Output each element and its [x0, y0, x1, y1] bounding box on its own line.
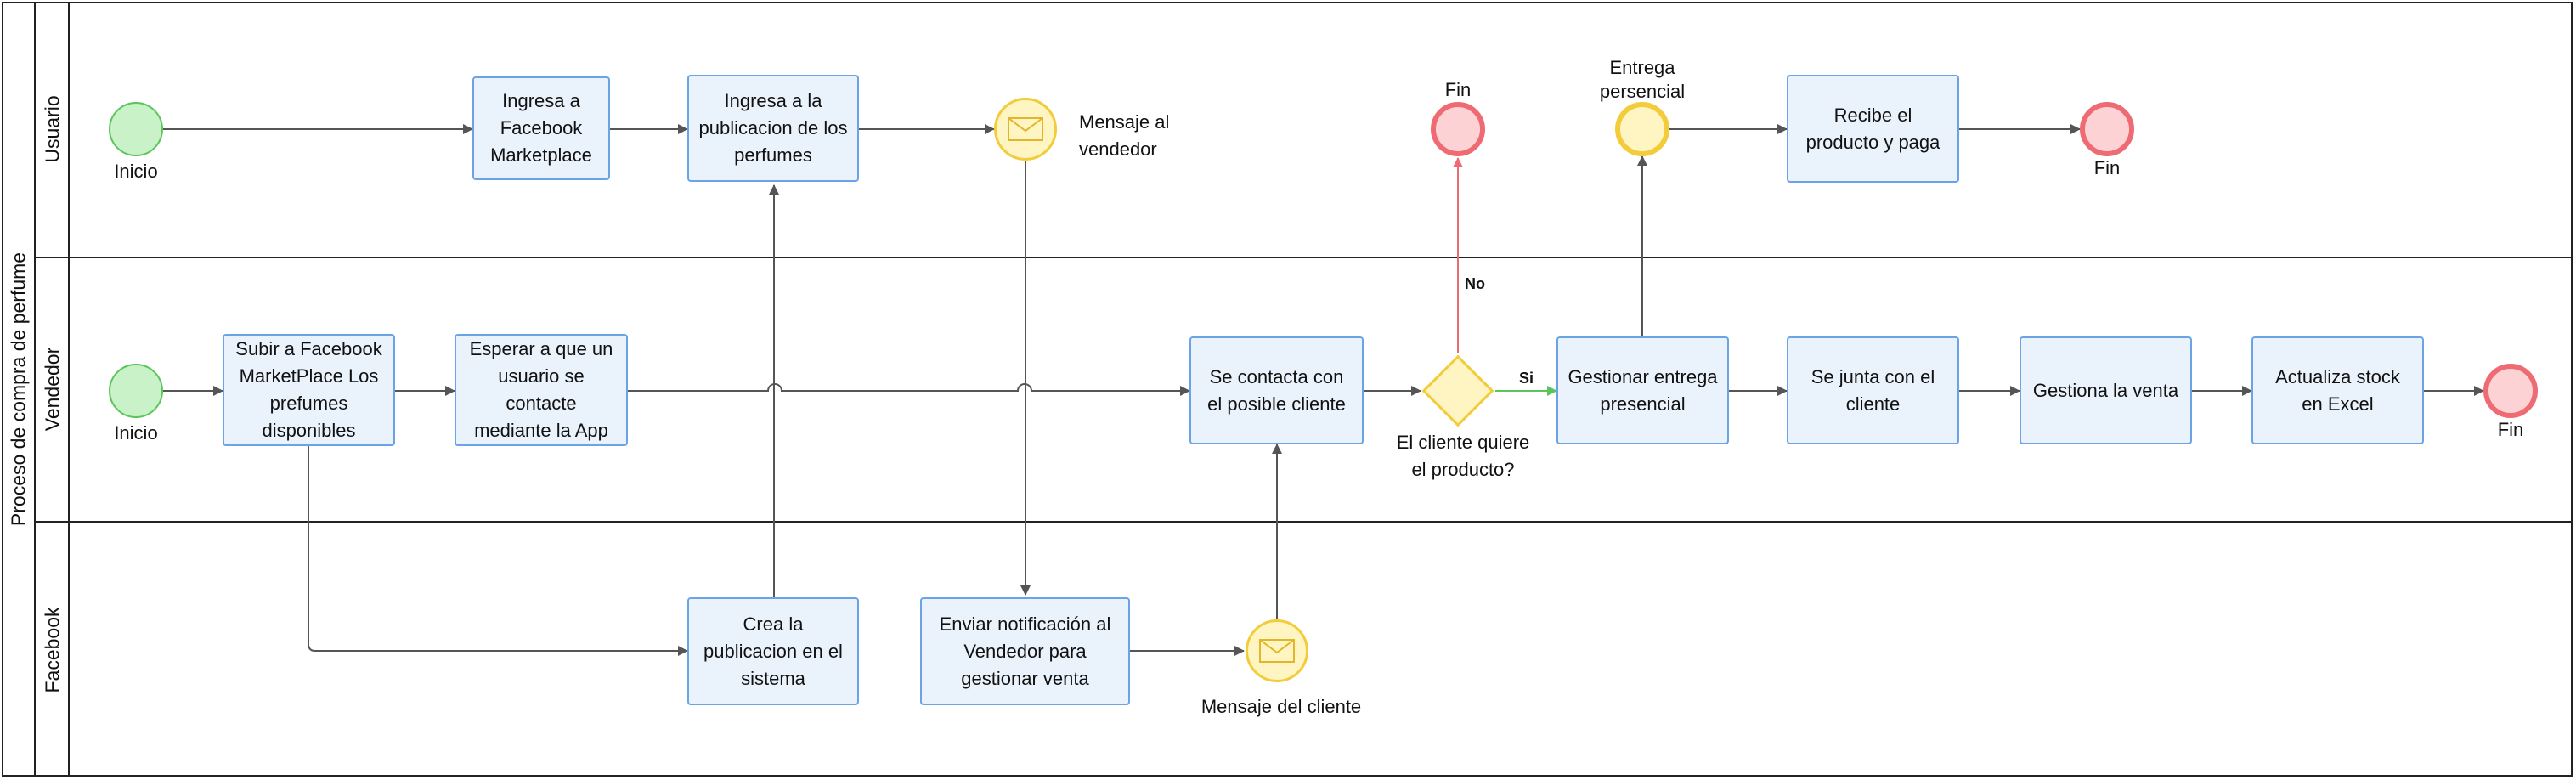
- lane-divider-1: [36, 257, 2573, 258]
- start-event-vendedor[interactable]: [109, 364, 163, 418]
- end-event-usuario[interactable]: [2080, 102, 2134, 156]
- task-gestiona-venta-label: Gestiona la venta: [2032, 379, 2179, 401]
- envelope-icon: [1259, 639, 1295, 663]
- end-event-usuario-label: Fin: [2093, 157, 2121, 178]
- start-event-vendedor-label: Inicio: [114, 422, 158, 444]
- message-event-cliente-label: Mensaje del cliente: [1200, 696, 1362, 717]
- intermediate-event-entrega[interactable]: [1615, 102, 1669, 156]
- task-esperar-usuario-label: Esperar a que un usuario se contacte med…: [469, 338, 613, 441]
- message-event-cliente[interactable]: [1246, 619, 1308, 682]
- end-event-vendedor[interactable]: [2483, 364, 2538, 418]
- gateway-no-label: No: [1465, 275, 1485, 292]
- task-recibe-producto[interactable]: Recibe el producto y paga: [1787, 75, 1959, 183]
- flow-subir-to-crea: [308, 444, 688, 656]
- task-se-contacta-label: Se contacta con el posible cliente: [1207, 365, 1346, 415]
- gateway-si-label: Si: [1519, 370, 1534, 387]
- flow-esperar-to-contacta: [628, 383, 1190, 396]
- lane-divider-2: [36, 521, 2573, 523]
- task-gestionar-entrega-label: Gestionar entrega presencial: [1568, 365, 1718, 415]
- task-ingresa-marketplace[interactable]: Ingresa a Facebook Marketplace: [472, 76, 610, 180]
- task-actualiza-stock[interactable]: Actualiza stock en Excel: [2251, 336, 2424, 444]
- task-crea-publicacion[interactable]: Crea la publicacion en el sistema: [687, 597, 859, 705]
- start-event-usuario[interactable]: [109, 102, 163, 156]
- task-ingresa-marketplace-label: Ingresa a Facebook Marketplace: [490, 90, 592, 166]
- task-se-junta[interactable]: Se junta con el cliente: [1787, 336, 1959, 444]
- lane-header-column: [36, 2, 70, 777]
- task-esperar-usuario[interactable]: Esperar a que un usuario se contacte med…: [455, 334, 628, 446]
- end-event-no[interactable]: [1431, 102, 1485, 156]
- end-event-no-label: Fin: [1444, 79, 1472, 100]
- task-se-junta-label: Se junta con el cliente: [1811, 365, 1935, 415]
- task-crea-publicacion-label: Crea la publicacion en el sistema: [703, 613, 843, 689]
- message-event-vendedor[interactable]: [994, 98, 1057, 161]
- task-actualiza-stock-label: Actualiza stock en Excel: [2275, 365, 2400, 415]
- task-subir-facebook[interactable]: Subir a Facebook MarketPlace Los prefume…: [223, 334, 395, 446]
- task-enviar-notificacion[interactable]: Enviar notificación al Vendedor para ges…: [920, 597, 1130, 705]
- task-se-contacta[interactable]: Se contacta con el posible cliente: [1189, 336, 1364, 444]
- task-enviar-notificacion-label: Enviar notificación al Vendedor para ges…: [939, 613, 1111, 689]
- task-subir-facebook-label: Subir a Facebook MarketPlace Los prefume…: [235, 338, 382, 441]
- task-recibe-producto-label: Recibe el producto y paga: [1805, 104, 1940, 153]
- task-ingresa-publicacion-label: Ingresa a la publicacion de los perfumes: [698, 90, 848, 166]
- end-event-vendedor-label: Fin: [2497, 419, 2524, 440]
- message-event-vendedor-label: Mensaje al vendedor: [1079, 111, 1170, 160]
- envelope-icon: [1008, 117, 1043, 141]
- gateway-question-label: El cliente quiere el producto?: [1396, 432, 1530, 480]
- intermediate-event-entrega-label: Entrega persencial: [1599, 57, 1686, 102]
- start-event-usuario-label: Inicio: [114, 161, 158, 182]
- task-ingresa-publicacion[interactable]: Ingresa a la publicacion de los perfumes: [687, 75, 859, 182]
- task-gestionar-entrega[interactable]: Gestionar entrega presencial: [1556, 336, 1729, 444]
- task-gestiona-venta[interactable]: Gestiona la venta: [2020, 336, 2192, 444]
- pool-header: [2, 2, 36, 777]
